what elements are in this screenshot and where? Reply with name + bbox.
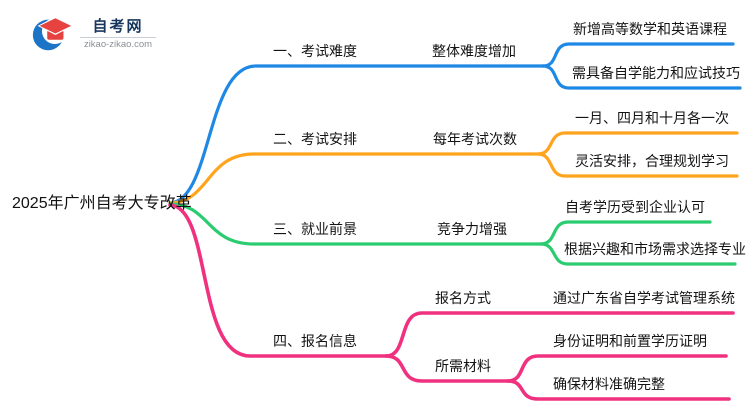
branch2-subtopic: 每年考试次数 bbox=[433, 131, 517, 147]
branch4-child1-line bbox=[384, 311, 735, 358]
branch3-topic: 三、就业前景 bbox=[273, 221, 357, 237]
branch3-leaf2-line bbox=[539, 242, 737, 266]
branch1-topic: 一、考试难度 bbox=[273, 43, 357, 59]
branch4-stem-line bbox=[168, 203, 388, 358]
branch4-child2-line bbox=[384, 354, 510, 383]
branch2-stem-line bbox=[168, 152, 540, 205]
branch4-child2-leaf1: 身份证明和前置学历证明 bbox=[553, 333, 707, 349]
branch3-stem-line bbox=[168, 202, 543, 246]
branch4-child2-leaf2: 确保材料准确完整 bbox=[553, 376, 665, 392]
branch2-leaf2: 灵活安排，合理规划学习 bbox=[575, 153, 729, 169]
branch4-topic: 四、报名信息 bbox=[273, 333, 357, 349]
graduation-cap-logo-icon bbox=[32, 16, 74, 51]
branch1-leaf1: 新增高等数学和英语课程 bbox=[573, 21, 727, 37]
branch1-leaf2-line bbox=[541, 64, 742, 90]
site-logo: 自考网 zikao-zikao.com bbox=[30, 12, 156, 56]
logo-divider bbox=[80, 37, 156, 38]
branch3-subtopic: 竞争力增强 bbox=[437, 221, 507, 237]
root-topic: 2025年广州自考大专改革 bbox=[12, 195, 192, 212]
branch2-leaf2-line bbox=[536, 152, 739, 178]
branch2-topic: 二、考试安排 bbox=[273, 131, 357, 147]
branch1-leaf2: 需具备自学能力和应试技巧 bbox=[572, 65, 740, 81]
logo-domain: zikao-zikao.com bbox=[83, 39, 153, 50]
branch4-child1-leaf1: 通过广东省自学考试管理系统 bbox=[553, 290, 735, 306]
branch1-leaf1-line bbox=[541, 42, 735, 68]
branch1-subtopic: 整体难度增加 bbox=[432, 43, 516, 59]
branch3-leaf1: 自考学历受到企业认可 bbox=[565, 199, 705, 215]
branch4-child2-topic: 所需材料 bbox=[435, 358, 491, 374]
branch3-leaf2: 根据兴趣和市场需求选择专业 bbox=[564, 241, 746, 257]
branch4-child2-leaf2-line bbox=[506, 379, 731, 401]
logo-title: 自考网 bbox=[92, 18, 144, 35]
branch2-leaf1-line bbox=[536, 131, 739, 156]
branch1-stem-line bbox=[168, 64, 545, 205]
branch4-child1-topic: 报名方式 bbox=[435, 290, 491, 306]
branch2-leaf1: 一月、四月和十月各一次 bbox=[575, 110, 729, 126]
